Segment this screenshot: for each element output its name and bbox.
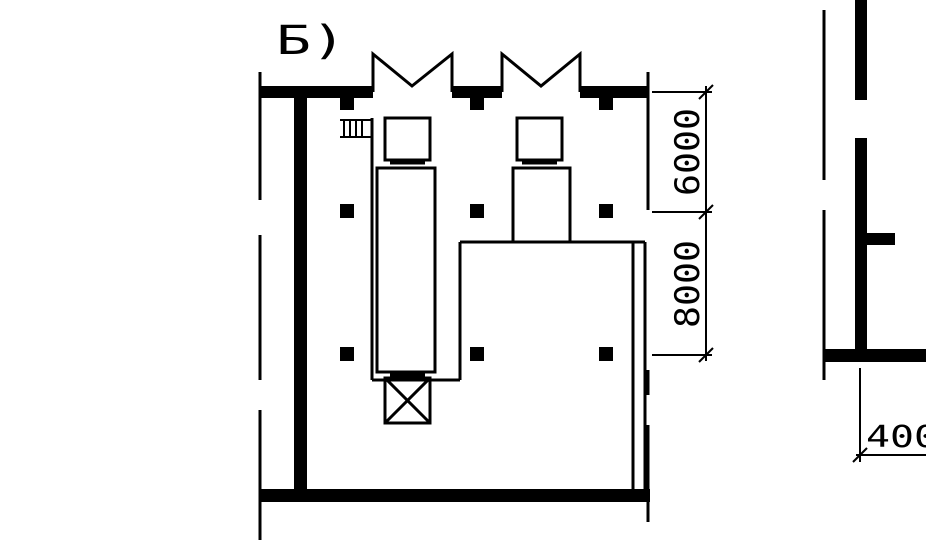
right-plan-fragment: 400	[822, 0, 926, 463]
equipment-left	[375, 116, 437, 425]
right-wall-stub	[865, 233, 895, 245]
top-wall	[260, 86, 648, 98]
outer-walls	[260, 86, 650, 502]
column-grid	[340, 98, 613, 361]
equipment-left-body	[375, 166, 437, 374]
ladder-symbol	[340, 119, 372, 138]
right-wall-upper	[855, 0, 867, 100]
equipment-left-head	[383, 116, 432, 162]
dimension-chain	[652, 84, 714, 363]
equipment-right-body	[511, 166, 572, 244]
left-wall	[294, 86, 307, 496]
equipment-right	[511, 116, 572, 244]
reference-lines	[258, 72, 650, 540]
section-label: Б)	[276, 18, 346, 64]
partition-frame	[370, 118, 462, 382]
lower-right-room	[460, 240, 647, 489]
right-wall-lower	[855, 138, 867, 360]
gate-symbol-right	[500, 50, 582, 92]
right-wall-bottom	[824, 349, 926, 362]
gate-symbols	[371, 50, 582, 92]
dimension-label-400: 400	[866, 420, 926, 455]
equipment-right-head	[515, 116, 564, 162]
equipment-left-base-box	[383, 376, 432, 425]
gate-symbol-left	[371, 50, 454, 92]
dimension-label-8000: 8000	[668, 240, 708, 328]
dimension-label-6000: 6000	[668, 108, 708, 196]
bottom-wall	[260, 489, 650, 502]
